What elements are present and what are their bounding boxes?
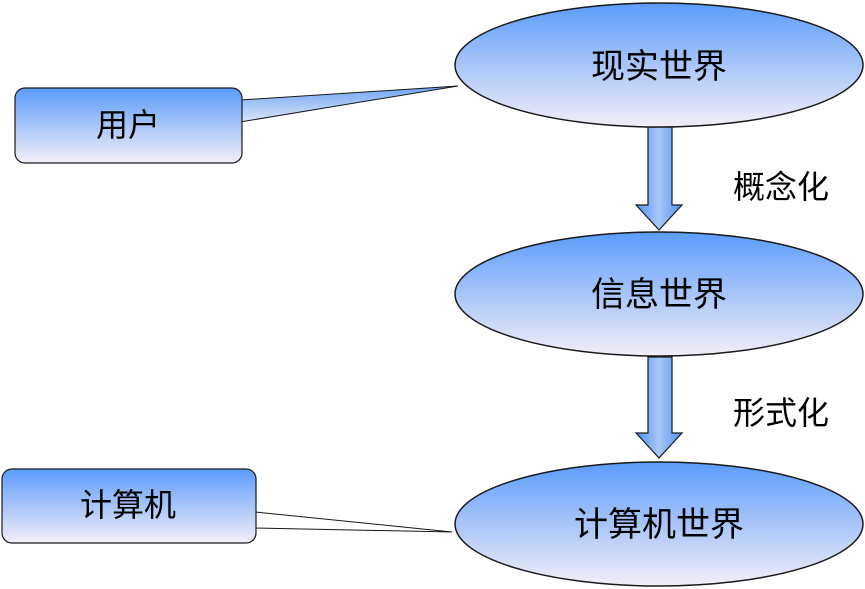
conceptualization-label: 概念化 <box>733 168 829 206</box>
user-connector <box>239 85 459 123</box>
computer-world-label: 计算机世界 <box>574 505 744 545</box>
info-world-label: 信息世界 <box>591 275 727 315</box>
computer-label: 计算机 <box>80 486 176 524</box>
computer-box: 计算机 <box>1 468 257 544</box>
formalization-arrow <box>634 356 684 459</box>
real-world-label: 现实世界 <box>591 47 727 87</box>
computer-connector <box>254 511 453 533</box>
formalization-label: 形式化 <box>733 394 829 432</box>
real-world-node: 现实世界 <box>454 2 864 128</box>
user-label: 用户 <box>96 106 160 144</box>
computer-world-node: 计算机世界 <box>454 461 864 587</box>
info-world-node: 信息世界 <box>454 231 864 357</box>
user-box: 用户 <box>14 87 243 164</box>
conceptualization-arrow <box>634 126 684 231</box>
